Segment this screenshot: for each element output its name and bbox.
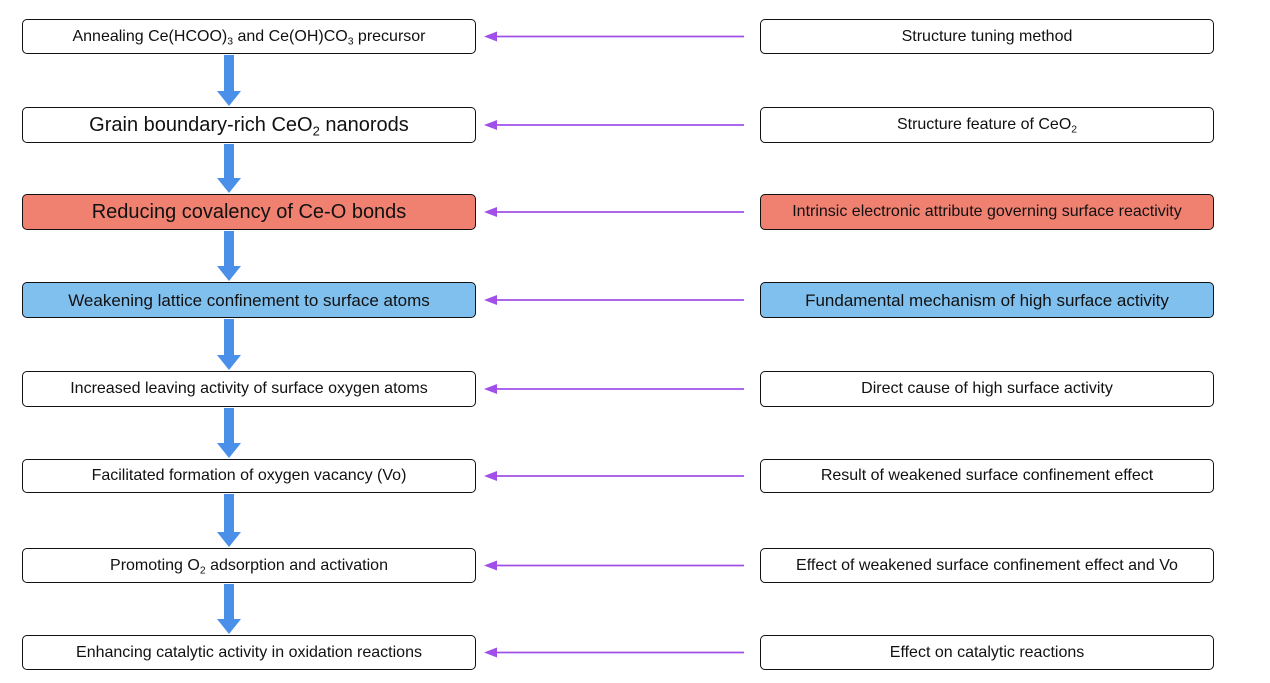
left-box-1: Annealing Ce(HCOO)3 and Ce(OH)CO3 precur… [22, 19, 476, 54]
right-box-4: Fundamental mechanism of high surface ac… [760, 282, 1214, 318]
right-box-label: Structure tuning method [901, 27, 1073, 45]
left-box-label: Annealing Ce(HCOO)3 and Ce(OH)CO3 precur… [72, 27, 426, 48]
link-arrow-3 [484, 207, 744, 217]
right-box-label: Result of weakened surface confinement e… [820, 467, 1154, 484]
left-box-6: Facilitated formation of oxygen vacancy … [22, 459, 476, 493]
flow-arrow-7 [217, 584, 241, 634]
right-box-label: Effect on catalytic reactions [889, 643, 1085, 661]
right-box-7: Effect of weakened surface confinement e… [760, 548, 1214, 583]
right-box-1: Structure tuning method [760, 19, 1214, 54]
left-box-label: Reducing covalency of Ce-O bonds [91, 201, 407, 223]
right-box-label: Direct cause of high surface activity [861, 380, 1113, 397]
flow-arrow-5 [217, 408, 241, 458]
link-arrow-4 [484, 295, 744, 305]
left-box-label: Increased leaving activity of surface ox… [70, 380, 428, 397]
flow-arrow-4 [217, 319, 241, 370]
left-box-label: Grain boundary-rich CeO2 nanorods [89, 114, 409, 139]
left-box-2: Grain boundary-rich CeO2 nanorods [22, 107, 476, 143]
left-box-label: Facilitated formation of oxygen vacancy … [91, 467, 407, 484]
right-box-label: Structure feature of CeO2 [896, 116, 1078, 136]
right-box-8: Effect on catalytic reactions [760, 635, 1214, 670]
left-box-5: Increased leaving activity of surface ox… [22, 371, 476, 407]
link-arrow-7 [484, 560, 744, 571]
flow-arrow-2 [217, 144, 241, 193]
link-arrow-5 [484, 384, 744, 394]
link-arrow-1 [484, 31, 744, 42]
left-box-7: Promoting O2 adsorption and activation [22, 548, 476, 583]
right-box-label: Fundamental mechanism of high surface ac… [805, 290, 1169, 310]
left-box-8: Enhancing catalytic activity in oxidatio… [22, 635, 476, 670]
flow-arrow-6 [217, 494, 241, 547]
right-box-6: Result of weakened surface confinement e… [760, 459, 1214, 493]
right-box-label: Effect of weakened surface confinement e… [796, 556, 1178, 574]
flow-arrow-1 [217, 55, 241, 106]
link-arrow-2 [484, 120, 744, 130]
left-box-4: Weakening lattice confinement to surface… [22, 282, 476, 318]
left-box-label: Enhancing catalytic activity in oxidatio… [76, 643, 422, 661]
flow-arrow-3 [217, 231, 241, 281]
right-box-2: Structure feature of CeO2 [760, 107, 1214, 143]
link-arrow-6 [484, 471, 744, 481]
link-arrow-8 [484, 647, 744, 658]
left-box-label: Weakening lattice confinement to surface… [68, 290, 430, 310]
right-box-3: Intrinsic electronic attribute governing… [760, 194, 1214, 230]
left-box-3: Reducing covalency of Ce-O bonds [22, 194, 476, 230]
right-box-label: Intrinsic electronic attribute governing… [792, 203, 1182, 220]
left-box-label: Promoting O2 adsorption and activation [110, 556, 388, 577]
right-box-5: Direct cause of high surface activity [760, 371, 1214, 407]
